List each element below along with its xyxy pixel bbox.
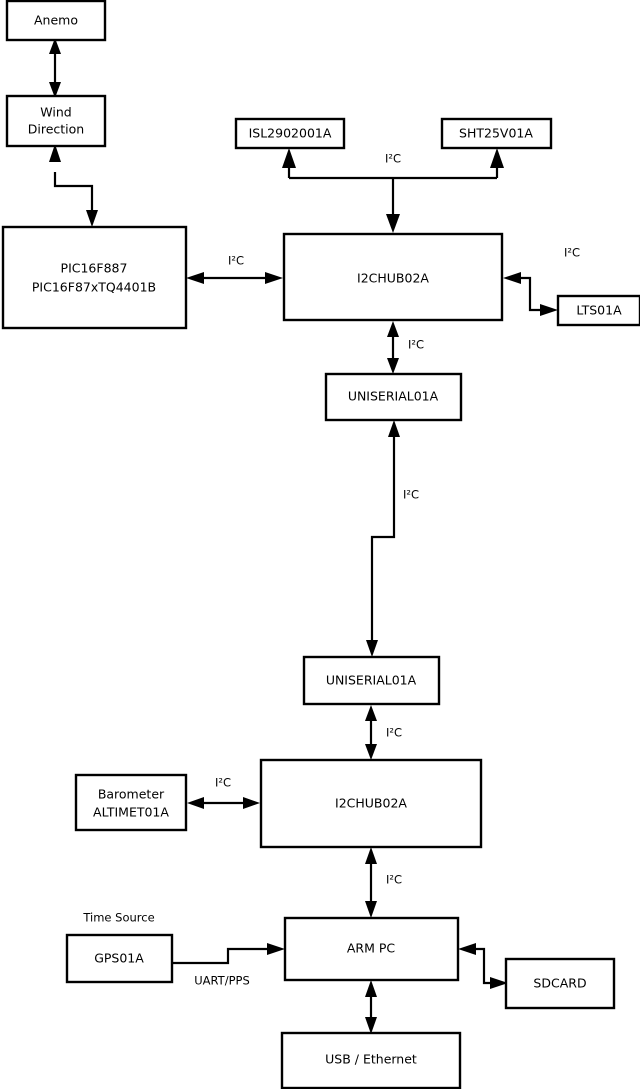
node-sht25v01a[interactable]: SHT25V01A xyxy=(440,117,553,150)
edge-label-isl-sht-bus: I²C xyxy=(385,152,401,166)
edge-label-hub-uniserial: I²C xyxy=(408,338,424,352)
node-arm-pc-label: ARM PC xyxy=(347,941,396,956)
edge-label-hub-lts: I²C xyxy=(564,246,580,260)
connector-hub-isl-sht-bus xyxy=(282,148,504,233)
connector-uniserial-link xyxy=(366,420,400,657)
edge-label-barometer-hub: I²C xyxy=(215,776,231,790)
connector-gps-armpc xyxy=(172,943,285,965)
node-wind-direction-label-line1: Wind xyxy=(40,105,71,120)
node-pic-mcu-label-line2: PIC16F87xTQ4401B xyxy=(32,280,156,295)
edge-label-uniserial-link: I²C xyxy=(403,488,419,502)
connector-hub-lts xyxy=(503,272,558,316)
connector-anemo-wind xyxy=(49,38,61,98)
edge-label-gps-armpc: UART/PPS xyxy=(194,974,250,988)
node-uniserial01a-top-label: UNISERIAL01A xyxy=(348,389,439,404)
node-isl2902001a[interactable]: ISL2902001A xyxy=(234,117,346,150)
node-gps01a[interactable]: GPS01A xyxy=(65,933,174,984)
node-i2chub02a-top-label: I2CHUB02A xyxy=(357,271,429,286)
node-uniserial01a-bottom-label: UNISERIAL01A xyxy=(326,673,417,688)
node-pic-mcu[interactable]: PIC16F887 PIC16F87xTQ4401B xyxy=(1,225,188,330)
node-isl2902001a-label: ISL2902001A xyxy=(249,126,332,141)
connector-wind-pic xyxy=(49,144,98,227)
node-barometer-label-line1: Barometer xyxy=(98,787,165,802)
connector-hub-uniserial xyxy=(387,321,399,374)
node-anemo-label: Anemo xyxy=(34,13,78,28)
node-wind-direction[interactable]: Wind Direction xyxy=(5,94,107,148)
node-usb-ethernet-label: USB / Ethernet xyxy=(325,1052,417,1067)
edge-label-pic-hub: I²C xyxy=(228,254,244,268)
node-i2chub02a-top[interactable]: I2CHUB02A xyxy=(282,232,504,322)
node-arm-pc[interactable]: ARM PC xyxy=(283,916,460,982)
label-time-source: Time Source xyxy=(82,911,154,925)
node-sht25v01a-label: SHT25V01A xyxy=(459,126,533,141)
node-i2chub02a-bottom[interactable]: I2CHUB02A xyxy=(259,758,483,849)
node-lts01a[interactable]: LTS01A xyxy=(556,294,640,327)
connector-hubbot-armpc xyxy=(365,847,377,918)
connector-uniserial-hubbot xyxy=(365,705,377,760)
node-uniserial01a-top[interactable]: UNISERIAL01A xyxy=(324,372,463,422)
node-barometer[interactable]: Barometer ALTIMET01A xyxy=(74,773,188,832)
node-uniserial01a-bottom[interactable]: UNISERIAL01A xyxy=(302,655,441,706)
connector-pic-hub xyxy=(186,272,283,284)
node-lts01a-label: LTS01A xyxy=(576,303,622,318)
node-sdcard-label: SDCARD xyxy=(533,976,586,991)
node-wind-direction-label-line2: Direction xyxy=(28,122,84,137)
node-gps01a-label: GPS01A xyxy=(94,951,144,966)
connector-armpc-sdcard xyxy=(458,943,508,989)
node-pic-mcu-label-line1: PIC16F887 xyxy=(61,261,128,276)
connector-barometer-hub xyxy=(187,797,260,809)
node-sdcard[interactable]: SDCARD xyxy=(504,957,616,1010)
edge-label-hubbot-armpc: I²C xyxy=(386,873,402,887)
edge-label-uniserial-hubbot: I²C xyxy=(386,726,402,740)
node-i2chub02a-bottom-label: I2CHUB02A xyxy=(335,796,407,811)
connector-armpc-usbeth xyxy=(365,980,377,1034)
node-barometer-label-line2: ALTIMET01A xyxy=(93,805,169,820)
node-anemo[interactable]: Anemo xyxy=(5,0,107,42)
node-usb-ethernet[interactable]: USB / Ethernet xyxy=(280,1031,462,1089)
